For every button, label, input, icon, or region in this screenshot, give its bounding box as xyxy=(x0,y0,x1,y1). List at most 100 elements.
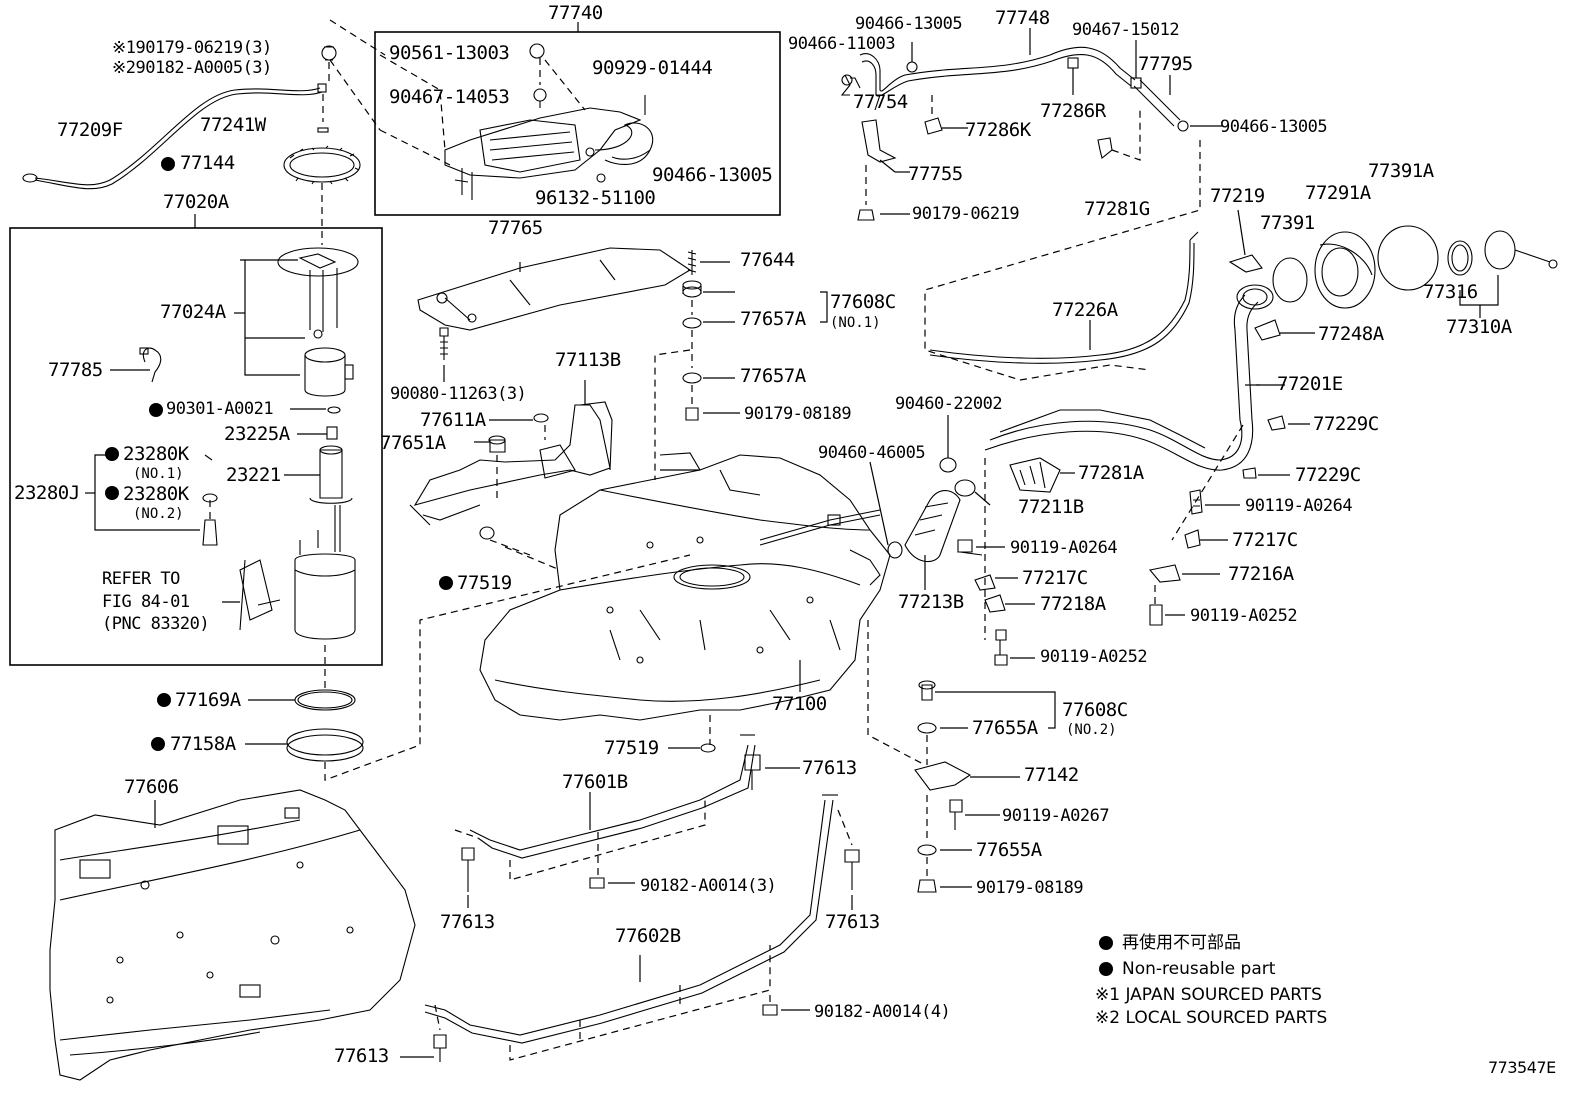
part-label-90460-22002: 90460-22002 xyxy=(895,394,1003,414)
part-label-77613-c: 77613 xyxy=(825,911,880,933)
part-label-90466-11003: 90466-11003 xyxy=(788,34,896,54)
part-label-77655a-b: 77655A xyxy=(976,839,1042,861)
part-label-77519-b: 77519 xyxy=(604,737,659,759)
part-label-77219: 77219 xyxy=(1210,185,1265,207)
fig-ref-text: FIG 84-01 xyxy=(102,592,190,612)
part-label-23280j: 23280J xyxy=(14,482,80,504)
part-label-77608c-no1: 77608C xyxy=(830,291,896,313)
part-sublabel-no2: (NO.2) xyxy=(133,506,184,522)
part-label-96132-51100: 96132-51100 xyxy=(535,187,656,209)
canister-assembly xyxy=(444,43,653,200)
part-label-90466-13005-a: 90466-13005 xyxy=(652,164,773,186)
part-label-77655a-a: 77655A xyxy=(972,717,1038,739)
part-label-90179-06219: 90179-06219 xyxy=(912,204,1020,224)
box-77020a xyxy=(9,227,383,666)
part-label-77169a: 77169A xyxy=(175,689,241,711)
part-label-77229c-b: 77229C xyxy=(1295,464,1361,486)
legend-japan-sourced: ※1 JAPAN SOURCED PARTS xyxy=(1095,985,1322,1005)
part-label-77201e: 77201E xyxy=(1277,373,1343,395)
part-label-77211b: 77211B xyxy=(1018,496,1084,518)
part-label-77217c-a: 77217C xyxy=(1232,529,1298,551)
part-label-90182-a0014-4: 90182-A0014(4) xyxy=(814,1002,951,1022)
part-label-90466-13005-b: 90466-13005 xyxy=(855,14,963,34)
part-label-77754: 77754 xyxy=(853,91,908,113)
part-label-77651a: 77651A xyxy=(380,432,446,454)
part-label-77611a: 77611A xyxy=(420,409,486,431)
part-label-77248a: 77248A xyxy=(1318,323,1384,345)
part-label-77748: 77748 xyxy=(995,7,1050,29)
part-label-77229c-a: 77229C xyxy=(1313,413,1379,435)
part-label-90179-08189-b: 90179-08189 xyxy=(976,878,1084,898)
figure-code: 773547E xyxy=(1488,1058,1556,1077)
part-label-77316: 77316 xyxy=(1423,281,1478,303)
part-label-90182-a0005: ※290182-A0005(3) xyxy=(112,58,272,78)
part-label-77024a: 77024A xyxy=(160,301,226,323)
part-label-90561-13003: 90561-13003 xyxy=(389,42,510,64)
part-label-77310a: 77310A xyxy=(1446,316,1512,338)
part-label-77613-b: 77613 xyxy=(440,911,495,933)
legend-jp-nonreusable: 再使用不可部品 xyxy=(1122,933,1241,953)
part-label-77142: 77142 xyxy=(1024,764,1079,786)
part-label-77158a: 77158A xyxy=(170,733,236,755)
part-label-77765: 77765 xyxy=(488,217,543,239)
part-label-77226a: 77226A xyxy=(1052,299,1118,321)
part-label-90119-a0264-a: 90119-A0264 xyxy=(1245,496,1353,516)
part-label-77644: 77644 xyxy=(740,249,795,271)
part-label-77613-a: 77613 xyxy=(802,757,857,779)
part-label-77657a-b: 77657A xyxy=(740,365,806,387)
part-label-77209f: 77209F xyxy=(57,119,123,141)
refer-to-text: REFER TO xyxy=(102,569,180,589)
part-label-90119-a0264-b: 90119-A0264 xyxy=(1010,538,1118,558)
part-label-77657a-a: 77657A xyxy=(740,308,806,330)
part-label-90182-a0014-3: 90182-A0014(3) xyxy=(640,876,777,896)
part-label-77601b: 77601B xyxy=(562,771,628,793)
part-label-90080-11263: 90080-11263(3) xyxy=(390,384,527,404)
part-label-90301-a0021: 90301-A0021 xyxy=(166,399,274,419)
part-label-90466-13005-c: 90466-13005 xyxy=(1220,117,1328,137)
part-label-90119-a0252-b: 90119-A0252 xyxy=(1040,647,1148,667)
part-label-77795: 77795 xyxy=(1138,53,1193,75)
part-label-77281g: 77281G xyxy=(1084,198,1150,220)
part-label-77213b: 77213B xyxy=(898,591,964,613)
part-label-77391: 77391 xyxy=(1260,212,1315,234)
part-label-77218a: 77218A xyxy=(1040,593,1106,615)
pnc-ref-text: (PNC 83320) xyxy=(102,614,210,634)
part-label-77785: 77785 xyxy=(48,359,103,381)
part-sublabel-no2-b: (NO.2) xyxy=(1066,722,1117,738)
part-label-77286r: 77286R xyxy=(1040,100,1106,122)
part-label-90179-08189-a: 90179-08189 xyxy=(744,404,852,424)
part-label-90179-06219: ※190179-06219(3) xyxy=(112,38,272,58)
legend-nonreusable: Non-reusable part xyxy=(1122,959,1276,979)
part-label-77217c-b: 77217C xyxy=(1022,567,1088,589)
part-label-77100: 77100 xyxy=(772,693,827,715)
part-label-90929-01444: 90929-01444 xyxy=(592,57,713,79)
part-label-77113b: 77113B xyxy=(555,349,621,371)
part-label-77281a: 77281A xyxy=(1078,462,1144,484)
part-label-23280k-no1: 23280K xyxy=(123,443,189,465)
part-label-23221: 23221 xyxy=(226,464,281,486)
part-label-77613-d: 77613 xyxy=(334,1045,389,1067)
part-sublabel-no1-b: (NO.1) xyxy=(830,315,881,331)
part-label-77740: 77740 xyxy=(548,2,603,24)
part-label-77286k: 77286K xyxy=(965,119,1031,141)
part-label-90460-46005: 90460-46005 xyxy=(818,443,926,463)
part-label-77291a: 77291A xyxy=(1305,182,1371,204)
part-label-77144: 77144 xyxy=(180,152,235,174)
fuel-tank-outline xyxy=(479,452,891,721)
part-label-77608c-no2: 77608C xyxy=(1062,699,1128,721)
part-label-23225a: 23225A xyxy=(224,423,290,445)
part-label-77755: 77755 xyxy=(908,163,963,185)
part-label-77216a: 77216A xyxy=(1228,563,1294,585)
part-label-90119-a0267: 90119-A0267 xyxy=(1002,806,1110,826)
part-label-90467-15012: 90467-15012 xyxy=(1072,20,1180,40)
part-label-77602b: 77602B xyxy=(615,925,681,947)
part-label-90467-14053: 90467-14053 xyxy=(389,86,510,108)
part-label-23280k-no2: 23280K xyxy=(123,483,189,505)
part-label-77606: 77606 xyxy=(124,776,179,798)
part-label-90119-a0252-a: 90119-A0252 xyxy=(1190,606,1298,626)
legend-local-sourced: ※2 LOCAL SOURCED PARTS xyxy=(1095,1008,1328,1028)
part-label-77519-a: 77519 xyxy=(457,572,512,594)
part-label-77391a: 77391A xyxy=(1368,160,1434,182)
